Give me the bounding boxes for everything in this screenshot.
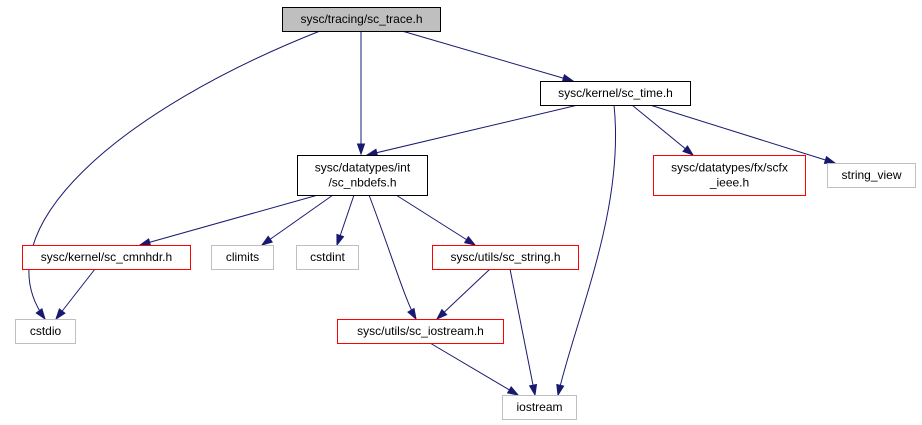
node-box <box>296 245 359 270</box>
node-iostream[interactable]: iostream <box>502 395 577 420</box>
node-label: sysc/kernel/sc_time.h <box>558 86 673 100</box>
edge-sc_nbdefs-to-sc_iostream <box>368 194 417 321</box>
node-climits[interactable]: climits <box>211 245 274 270</box>
node-label: cstdint <box>310 250 345 264</box>
node-cstdint[interactable]: cstdint <box>296 245 359 270</box>
edge-arrowhead <box>556 383 565 397</box>
node-label: sysc/utils/sc_iostream.h <box>357 324 484 338</box>
node-label: string_view <box>841 168 901 182</box>
edge-sc_cmnhdr-to-cstdio <box>55 268 96 321</box>
node-sc-time[interactable]: sysc/kernel/sc_time.h <box>540 81 691 106</box>
edge-line <box>509 268 536 396</box>
node-sc-cmnhdr[interactable]: sysc/kernel/sc_cmnhdr.h <box>22 245 191 270</box>
node-label: cstdio <box>30 324 62 338</box>
node-label: climits <box>226 250 259 264</box>
node-box <box>502 395 577 420</box>
node-sc-string[interactable]: sysc/utils/sc_string.h <box>432 245 579 270</box>
node-box <box>540 81 691 106</box>
edge-line <box>28 30 321 320</box>
node-box <box>297 155 428 196</box>
edge-line <box>436 268 491 320</box>
edge-line <box>366 104 579 156</box>
node-sc-trace[interactable]: sysc/tracing/sc_trace.h <box>282 7 441 32</box>
edge-arrowhead <box>55 308 66 321</box>
edge-line <box>395 194 476 246</box>
edge-arrowhead <box>138 238 152 247</box>
edge-sc_time-to-string_view <box>649 104 837 164</box>
node-label: /sc_nbdefs.h <box>328 176 396 190</box>
edge-arrowhead <box>463 235 477 246</box>
edge-line <box>139 194 319 246</box>
edge-arrowhead <box>561 74 575 83</box>
edge-arrowhead <box>260 235 274 246</box>
node-sc-iostream[interactable]: sysc/utils/sc_iostream.h <box>337 319 504 344</box>
edge-arrowhead <box>823 155 837 164</box>
node-scfx-ieee[interactable]: sysc/datatypes/fx/scfx_ieee.h <box>653 155 806 196</box>
node-box <box>653 155 806 196</box>
edge-sc_trace-to-sc_nbdefs <box>356 31 366 156</box>
edge-line <box>631 104 694 156</box>
node-label: sysc/utils/sc_string.h <box>450 250 560 264</box>
edge-sc_nbdefs-to-sc_string <box>395 194 477 246</box>
node-label: sysc/kernel/sc_cmnhdr.h <box>41 250 172 264</box>
edge-line <box>55 268 96 320</box>
node-cstdio[interactable]: cstdio <box>15 319 76 344</box>
edge-sc_time-to-scfx_ieee <box>631 104 695 156</box>
node-label: sysc/datatypes/int <box>315 161 411 175</box>
edge-sc_nbdefs-to-cstdint <box>336 194 355 247</box>
node-box <box>22 245 191 270</box>
nodes-layer: sysc/tracing/sc_trace.h sysc/kernel/sc_ti… <box>15 7 916 420</box>
edge-line <box>649 104 836 164</box>
node-box <box>282 7 441 32</box>
edge-line <box>401 30 574 82</box>
edge-sc_iostream-to-iostream <box>429 342 520 396</box>
edge-sc_nbdefs-to-sc_cmnhdr <box>138 194 319 247</box>
edges-layer <box>28 30 837 397</box>
node-label: sysc/datatypes/fx/scfx <box>671 161 788 175</box>
edge-arrowhead <box>356 143 366 156</box>
edge-sc_string-to-iostream <box>509 268 538 397</box>
node-box <box>15 319 76 344</box>
node-box <box>211 245 274 270</box>
edge-line <box>368 194 417 320</box>
edge-sc_trace-to-sc_time <box>401 30 575 83</box>
edge-line <box>557 104 617 396</box>
edge-line <box>429 342 519 396</box>
edge-arrowhead <box>35 308 46 321</box>
edge-sc_nbdefs-to-climits <box>260 194 334 246</box>
node-box <box>827 163 916 188</box>
node-string-view[interactable]: string_view <box>827 163 916 188</box>
edge-sc_trace-to-cstdio <box>28 30 321 321</box>
edge-sc_time-to-sc_nbdefs <box>365 104 579 157</box>
node-label: _ieee.h <box>709 176 749 190</box>
edge-arrowhead <box>682 145 695 156</box>
edge-sc_time-to-iostream <box>556 104 617 397</box>
edge-arrowhead <box>435 308 448 321</box>
edge-arrowhead <box>528 383 538 397</box>
edge-line <box>261 194 334 246</box>
edge-sc_string-to-sc_iostream <box>435 268 491 321</box>
edge-arrowhead <box>407 307 417 321</box>
node-label: sysc/tracing/sc_trace.h <box>300 12 422 26</box>
edge-arrowhead <box>506 386 520 396</box>
node-label: iostream <box>516 400 562 414</box>
node-sc-nbdefs[interactable]: sysc/datatypes/int/sc_nbdefs.h <box>297 155 428 196</box>
node-box <box>337 319 504 344</box>
edge-arrowhead <box>336 233 345 247</box>
node-box <box>432 245 579 270</box>
